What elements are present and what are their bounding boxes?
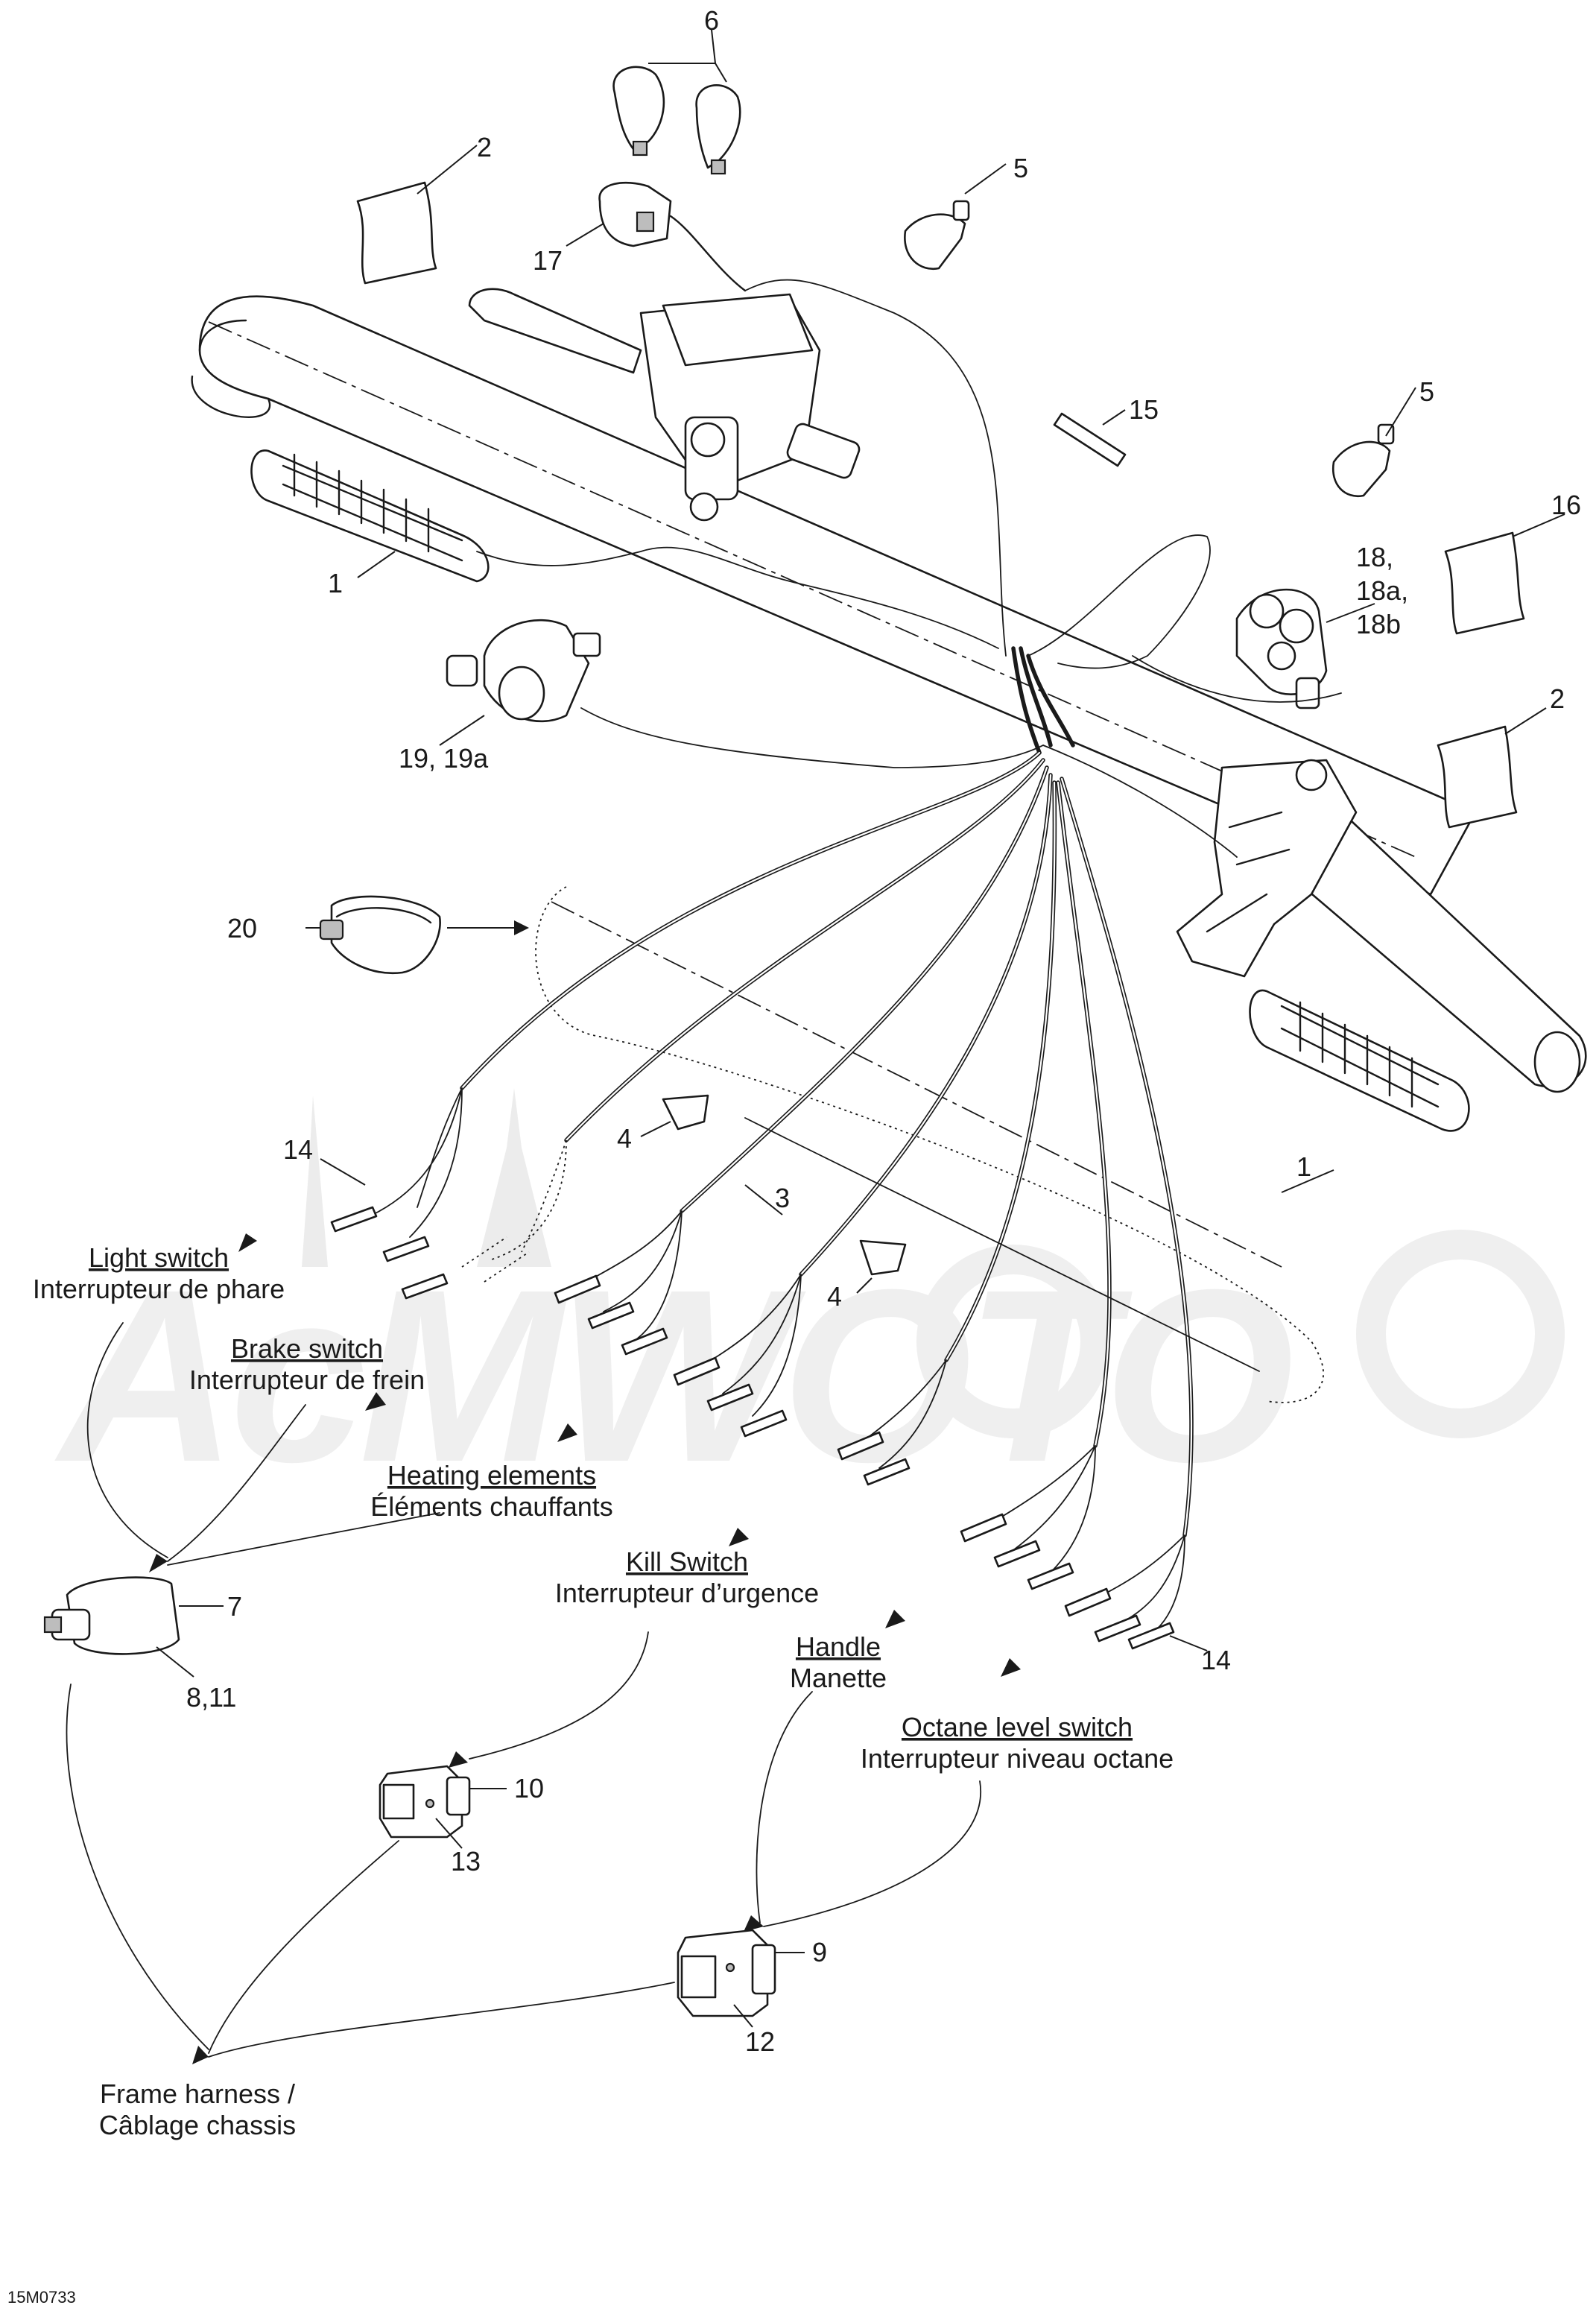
callout-8-11: 8,11 [186,1682,236,1713]
callout-4b: 4 [827,1281,842,1312]
callout-6: 6 [704,5,719,36]
routing-lines [66,1117,1260,2058]
callout-10: 10 [514,1773,544,1804]
clip-part-5a [904,200,970,271]
callout-2a: 2 [477,132,492,162]
label-brake-switch-fr: Interrupteur de frein [189,1365,425,1395]
callout-15: 15 [1129,394,1159,425]
terminals-heating-b [673,1274,802,1438]
callout-4a: 4 [617,1123,632,1154]
label-frame-harness-line1: Frame harness / [100,2079,295,2109]
terminals-kill-switch [837,1359,947,1486]
callout-20: 20 [227,913,257,943]
callout-5a: 5 [1013,153,1028,183]
tape-part-16 [1444,531,1525,635]
label-kill-switch-fr: Interrupteur d’urgence [555,1578,819,1608]
label-handle-fr: Manette [790,1663,887,1693]
label-octane-en: Octane level switch [902,1712,1133,1742]
callout-1a: 1 [328,568,343,598]
label-handle-en: Handle [796,1631,881,1662]
tape-part-2a [356,181,437,285]
callout-9: 9 [812,1937,827,1967]
connector-9 [677,1929,776,2017]
bar-end-grip [1280,796,1587,1093]
label-heating-en: Heating elements [387,1460,596,1490]
drawing-code: 15M0733 [7,2288,76,2307]
clip-part-5b [1331,423,1395,498]
retainer-part-4b [859,1239,907,1276]
cable-tie-part-20 [319,895,441,975]
left-grip [250,449,490,583]
callout-19: 19, 19a [399,743,489,774]
label-heating-fr: Éléments chauffants [370,1491,613,1522]
kill-switch-part-19 [446,619,601,723]
terminals-brake-switch [461,1139,567,1283]
label-kill-switch-en: Kill Switch [626,1546,748,1577]
callout-16: 16 [1551,490,1581,520]
pin-part-15 [1053,412,1127,467]
terminals-heating-a [554,1210,683,1356]
callout-3: 3 [775,1183,790,1213]
connector-10 [379,1765,471,1839]
right-grip [1249,989,1470,1132]
leader-lines [156,29,1565,2028]
label-octane-fr: Interrupteur niveau octane [861,1743,1174,1774]
callout-18-line3: 18b [1356,609,1401,639]
callout-2b: 2 [1550,683,1565,714]
label-frame-harness-line2: Câblage chassis [99,2110,296,2140]
callout-18-line1: 18, [1356,542,1393,572]
brake-master-cylinder [468,288,861,522]
harness-branches [460,750,1194,1537]
callout-14b: 14 [1201,1645,1231,1675]
label-brake-switch-en: Brake switch [231,1333,383,1364]
callout-5b: 5 [1419,376,1434,407]
callout-18-line2: 18a, [1356,575,1408,606]
handlebar [191,295,1477,896]
terminals-octane [1064,1534,1185,1650]
clips-part-6 [612,66,741,175]
throttle-housing [1176,759,1358,978]
callout-12: 12 [745,2026,775,2057]
label-light-switch-en: Light switch [89,1242,229,1273]
callout-17: 17 [533,245,563,276]
retainer-part-4a [662,1094,709,1131]
label-light-switch-fr: Interrupteur de phare [33,1274,285,1304]
harness-trunk [476,279,1342,1403]
part-17 [598,181,747,292]
arrowheads [149,920,1021,2064]
callout-numbers: 6 2 5 17 15 5 16 18, 18a, 18b 2 1 19, 19… [186,5,1581,2057]
callout-13: 13 [451,1846,481,1877]
callout-1b: 1 [1296,1151,1311,1182]
terminals-light-switch [330,1087,463,1300]
connector-7 [43,1576,180,1655]
callout-14a: 14 [283,1134,313,1165]
tape-part-2b [1437,725,1518,829]
terminals-handle [960,1445,1096,1590]
light-switch-part-18 [1235,588,1328,709]
function-labels: Light switch Interrupteur de phare Brake… [33,1242,1174,2140]
callout-7: 7 [227,1591,242,1622]
